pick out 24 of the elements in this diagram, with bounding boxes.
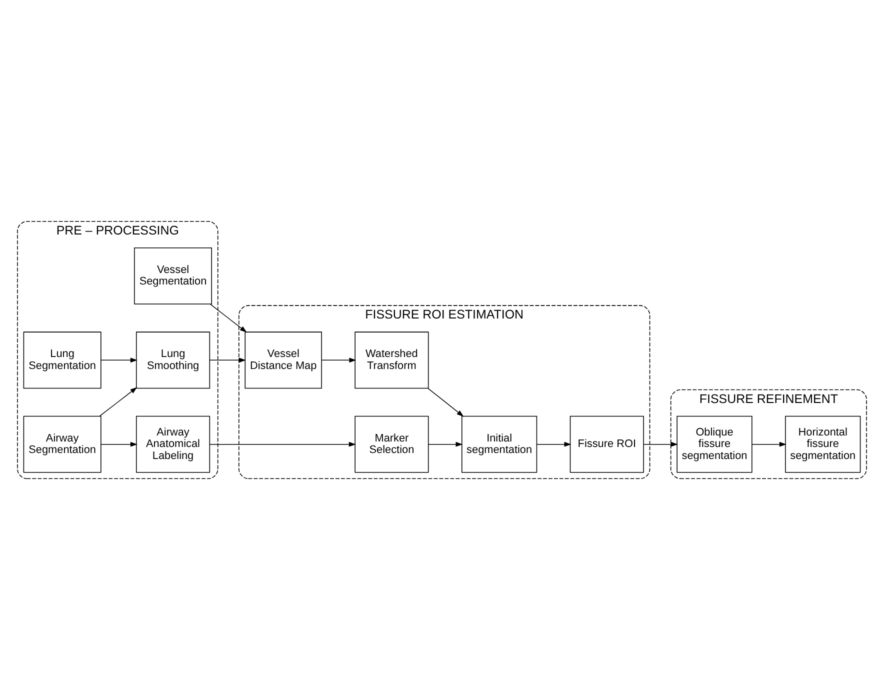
arrow — [643, 441, 678, 446]
node-box: Fissure ROI — [570, 415, 644, 472]
arrow — [428, 388, 464, 416]
arrow — [100, 441, 138, 446]
node-box: Watershed Transform — [354, 331, 429, 388]
node-box: Vessel Distance Map — [244, 331, 322, 388]
node-box: Lung Segmentation — [23, 331, 102, 388]
arrow — [536, 441, 572, 446]
arrow — [428, 441, 463, 446]
node-box: Horizontal fissure segmentation — [785, 415, 861, 472]
node-box: Airway Segmentation — [23, 415, 102, 472]
node-box: Airway Anatomical Labeling — [136, 415, 210, 472]
node-box: Marker Selection — [354, 415, 429, 472]
node-box: Initial segmentation — [462, 415, 538, 472]
arrow — [321, 357, 356, 362]
arrow — [209, 357, 246, 362]
arrow — [210, 441, 356, 446]
node-box: Lung Smoothing — [136, 331, 210, 388]
arrow — [100, 357, 138, 362]
node-box: Oblique fissure segmentation — [676, 415, 752, 472]
arrow — [210, 303, 247, 332]
node-box: Vessel Segmentation — [134, 246, 212, 304]
arrow — [752, 441, 786, 446]
arrow — [99, 386, 138, 416]
